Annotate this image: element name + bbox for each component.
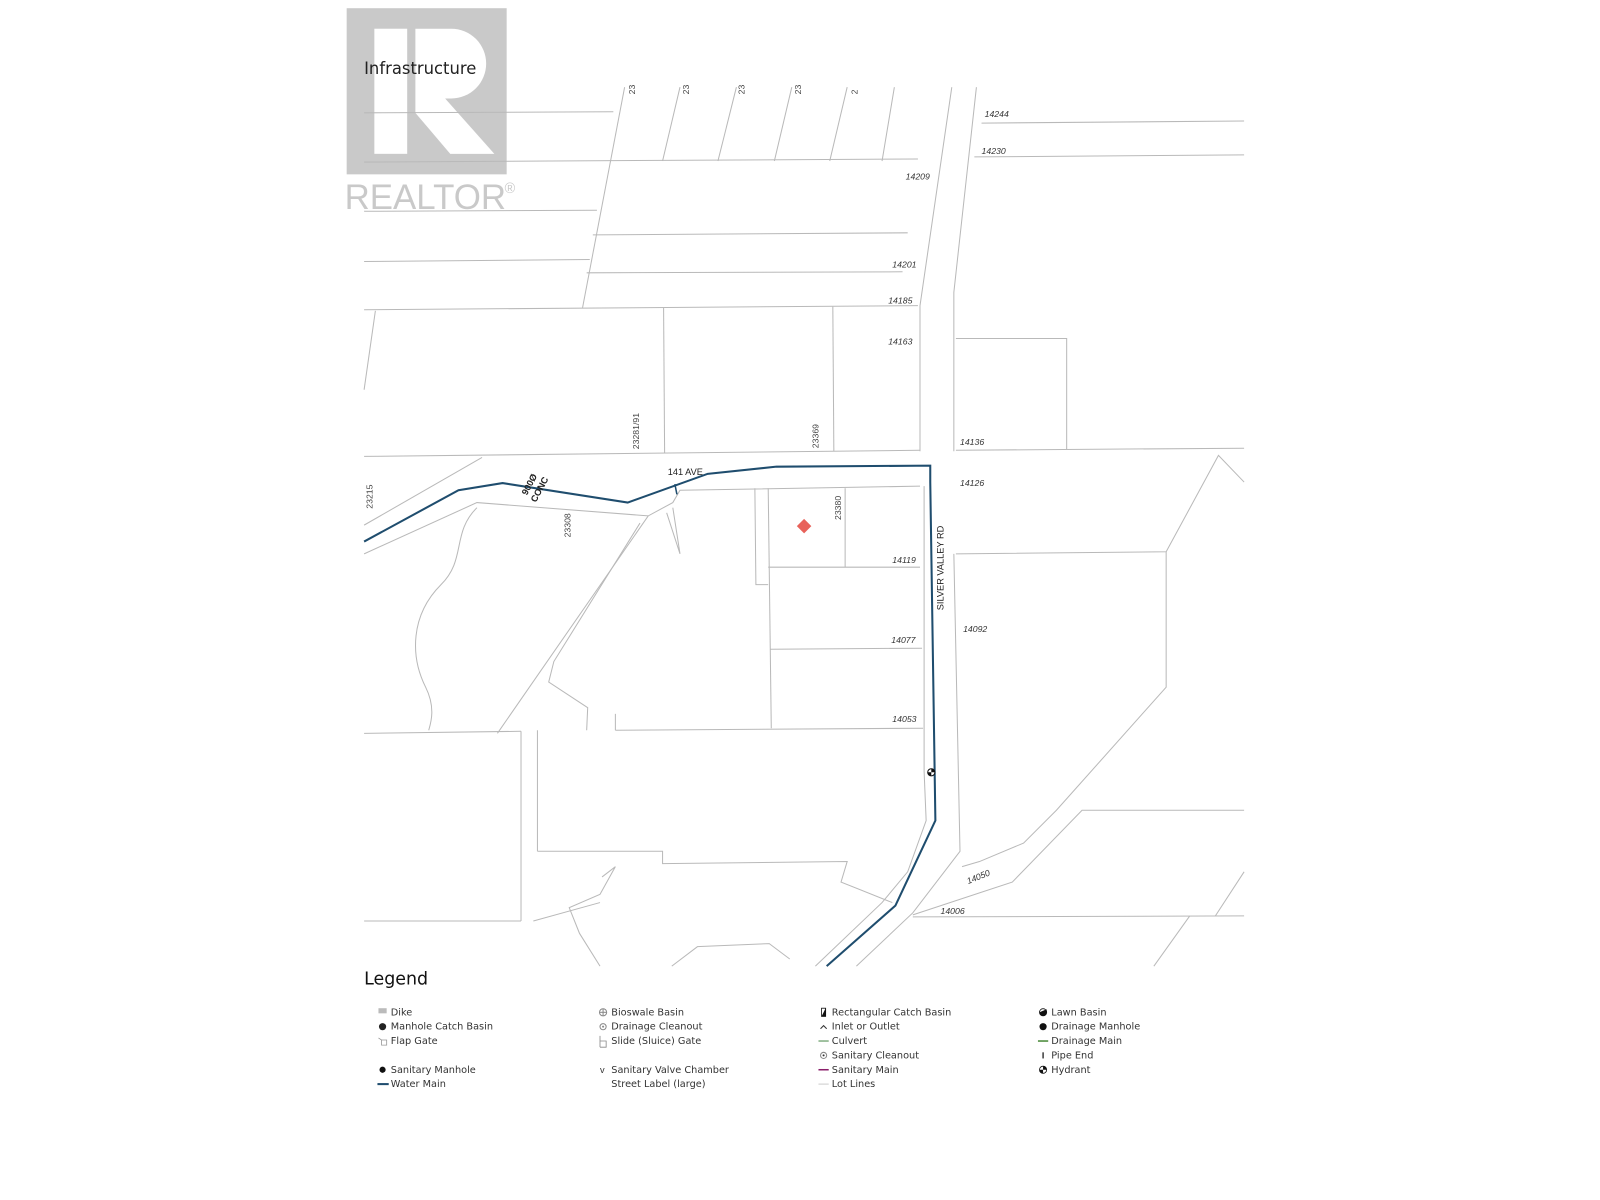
svg-text:Drainage Manhole: Drainage Manhole: [1051, 1022, 1140, 1033]
svg-text:Street Label (large): Street Label (large): [611, 1079, 705, 1090]
svg-text:®: ®: [505, 181, 516, 197]
svg-text:14006: 14006: [941, 906, 965, 916]
legend-column-2: Bioswale Basin Drainage Cleanout Slide (…: [598, 1007, 729, 1090]
svg-text:14185: 14185: [888, 296, 912, 306]
legend-item-pipe-end: Pipe End: [1042, 1050, 1093, 1061]
legend-item-bioswale-basin: Bioswale Basin: [598, 1007, 684, 1018]
flap-gate-icon: [378, 1037, 388, 1046]
svg-text:23: 23: [681, 85, 691, 95]
street-label-silver-valley-rd: SILVER VALLEY RD: [936, 525, 946, 610]
svg-text:14126: 14126: [960, 478, 984, 488]
svg-text:14230: 14230: [982, 146, 1006, 156]
legend-item-flap-gate: Flap Gate: [378, 1036, 438, 1047]
rectangular-catch-basin-icon: [821, 1007, 827, 1017]
svg-text:Flap Gate: Flap Gate: [391, 1036, 438, 1047]
legend-item-drainage-cleanout: Drainage Cleanout: [599, 1022, 703, 1033]
legend-item-street-label: Street Label (large): [611, 1079, 705, 1090]
svg-text:Sanitary Manhole: Sanitary Manhole: [391, 1065, 476, 1076]
svg-text:14163: 14163: [888, 337, 912, 347]
svg-text:Pipe End: Pipe End: [1051, 1050, 1093, 1061]
svg-text:Drainage Cleanout: Drainage Cleanout: [611, 1022, 702, 1033]
svg-text:Lawn Basin: Lawn Basin: [1051, 1007, 1106, 1018]
svg-text:14201: 14201: [892, 260, 916, 270]
svg-text:Water Main: Water Main: [391, 1079, 446, 1090]
map-canvas[interactable]: 900Ø CONC 141 AVE SILVER VALLEY RD 23 23…: [363, 85, 1245, 967]
svg-text:14209: 14209: [906, 171, 930, 181]
lawn-basin-icon: [1039, 1008, 1048, 1017]
manhole-catch-basin-icon: [378, 1023, 387, 1031]
sanitary-cleanout-icon: [820, 1051, 828, 1059]
svg-text:Sanitary Cleanout: Sanitary Cleanout: [832, 1050, 919, 1061]
sanitary-manhole-icon: [379, 1066, 386, 1073]
lot-labels: 23 23 23 23 2 14244 14230 14209 14201 14…: [364, 85, 1009, 916]
svg-text:14050: 14050: [965, 868, 991, 886]
hydrant-icon: [927, 768, 936, 777]
svg-text:Drainage Main: Drainage Main: [1051, 1036, 1122, 1047]
svg-text:14077: 14077: [891, 635, 916, 645]
legend-column-4: Lawn Basin Drainage Manhole Drainage Mai…: [1037, 1007, 1140, 1076]
svg-text:14053: 14053: [892, 714, 916, 724]
legend-item-water-main: Water Main: [377, 1079, 446, 1090]
hydrant-icon: [1039, 1065, 1048, 1074]
legend-title: Legend: [364, 970, 428, 990]
legend-item-culvert: Culvert: [818, 1036, 867, 1047]
svg-text:Slide (Sluice) Gate: Slide (Sluice) Gate: [611, 1036, 701, 1047]
svg-text:Rectangular Catch Basin: Rectangular Catch Basin: [832, 1007, 952, 1018]
street-label-141-ave: 141 AVE: [668, 467, 703, 477]
svg-text:23281/91: 23281/91: [631, 413, 641, 449]
legend-item-slide-gate: Slide (Sluice) Gate: [599, 1035, 701, 1048]
svg-text:23: 23: [627, 85, 637, 95]
dike-icon: [378, 1008, 387, 1014]
svg-text:23215: 23215: [364, 484, 374, 508]
pipe-annotation: 900Ø CONC: [520, 472, 551, 504]
legend-item-drainage-manhole: Drainage Manhole: [1039, 1022, 1140, 1033]
svg-text:23308: 23308: [562, 513, 572, 537]
legend-item-sanitary-valve-chamber: v Sanitary Valve Chamber: [600, 1065, 729, 1076]
svg-text:23380: 23380: [833, 496, 843, 520]
svg-text:23: 23: [793, 85, 803, 95]
svg-text:Dike: Dike: [391, 1007, 412, 1018]
slide-gate-icon: [599, 1035, 607, 1048]
page-title: Infrastructure: [364, 59, 476, 78]
svg-text:23369: 23369: [810, 424, 820, 448]
svg-text:Sanitary Main: Sanitary Main: [832, 1065, 899, 1076]
svg-text:14092: 14092: [963, 624, 987, 634]
legend-item-lawn-basin: Lawn Basin: [1039, 1007, 1106, 1018]
lot-lines: [363, 87, 1245, 967]
legend-item-sanitary-cleanout: Sanitary Cleanout: [820, 1050, 919, 1061]
svg-text:23: 23: [737, 85, 747, 95]
svg-text:14136: 14136: [960, 437, 984, 447]
svg-text:Bioswale Basin: Bioswale Basin: [611, 1007, 684, 1018]
legend-item-hydrant: Hydrant: [1039, 1065, 1091, 1076]
legend: Legend Dike Manhole Catch Basin Flap Gat…: [364, 970, 1140, 1091]
legend-item-inlet-outlet: Inlet or Outlet: [820, 1022, 900, 1033]
svg-text:Sanitary Valve Chamber: Sanitary Valve Chamber: [611, 1065, 729, 1076]
svg-text:Lot Lines: Lot Lines: [832, 1079, 875, 1090]
drainage-cleanout-icon: [599, 1023, 607, 1031]
legend-item-drainage-main: Drainage Main: [1037, 1036, 1122, 1047]
inlet-outlet-icon: [820, 1024, 828, 1030]
drainage-manhole-icon: [1039, 1023, 1047, 1031]
subject-property-marker[interactable]: [796, 518, 812, 534]
svg-text:2: 2: [849, 89, 859, 94]
legend-item-sanitary-main: Sanitary Main: [818, 1065, 899, 1076]
water-main-line: [363, 464, 937, 967]
svg-text:Culvert: Culvert: [832, 1036, 867, 1047]
svg-text:Inlet or Outlet: Inlet or Outlet: [832, 1022, 900, 1033]
svg-text:14244: 14244: [985, 109, 1009, 119]
legend-item-sanitary-manhole: Sanitary Manhole: [379, 1065, 476, 1076]
legend-item-rectangular-catch-basin: Rectangular Catch Basin: [821, 1007, 952, 1018]
legend-column-1: Dike Manhole Catch Basin Flap Gate Sanit…: [377, 1007, 493, 1090]
svg-text:14119: 14119: [892, 555, 916, 565]
svg-text:Hydrant: Hydrant: [1051, 1065, 1090, 1076]
legend-item-manhole-catch-basin: Manhole Catch Basin: [378, 1022, 493, 1033]
sanitary-valve-chamber-icon: v: [600, 1065, 605, 1075]
bioswale-basin-icon: [598, 1008, 608, 1017]
svg-text:Manhole Catch Basin: Manhole Catch Basin: [391, 1022, 493, 1033]
legend-column-3: Rectangular Catch Basin Inlet or Outlet …: [818, 1007, 951, 1090]
legend-item-lot-lines: Lot Lines: [818, 1079, 875, 1090]
legend-item-dike: Dike: [378, 1007, 412, 1018]
